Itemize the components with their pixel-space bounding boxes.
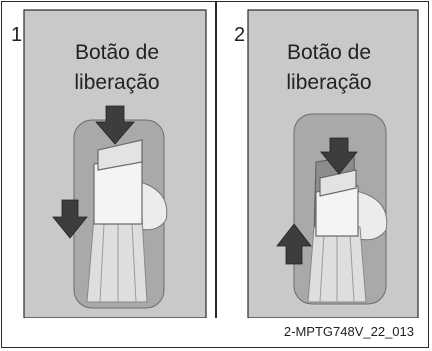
pull-down-arrow	[52, 199, 88, 239]
release-up-arrow	[276, 223, 312, 265]
release-button-label-1: Botão de liberação	[74, 41, 160, 94]
panel-number: 1	[11, 24, 23, 46]
illustration-frame: 1 Botão de liberação 2	[1, 1, 429, 348]
push-down-arrow	[320, 137, 358, 175]
panel-divider	[215, 2, 217, 318]
seatbelt-buckle-illustration-2	[247, 9, 419, 318]
panel-number: 2	[234, 24, 246, 46]
push-down-arrow	[95, 105, 135, 145]
figure-caption: 2-MPTG748V_22_013	[283, 324, 414, 339]
seatbelt-buckle-illustration-1	[23, 9, 207, 318]
release-button-label-2: Botão de liberação	[286, 41, 372, 94]
